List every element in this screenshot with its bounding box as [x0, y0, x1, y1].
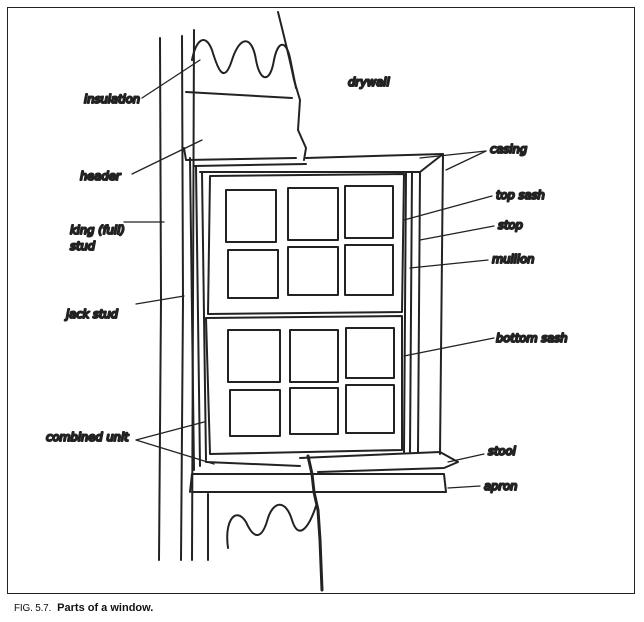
top-sash	[207, 173, 405, 315]
drywall-edge-top	[277, 11, 307, 161]
figure-caption: FIG. 5.7. Parts of a window.	[14, 602, 153, 614]
label-top-sash: top sash	[496, 188, 545, 202]
label-king-stud-line1: king (full)	[70, 223, 125, 237]
label-king-stud-line2: stud	[70, 239, 96, 253]
label-insulation: insulation	[84, 92, 140, 106]
label-mullion: mullion	[492, 252, 534, 266]
apron	[189, 473, 447, 561]
label-header: header	[80, 169, 122, 183]
label-combined-unit: combined unit	[46, 430, 129, 444]
label-bottom-sash: bottom sash	[496, 331, 568, 345]
caption-title: Parts of a window.	[57, 602, 154, 614]
label-stool: stool	[488, 444, 517, 458]
bottom-sash	[205, 315, 403, 455]
window-frame	[189, 157, 413, 471]
figure-frame	[7, 7, 635, 594]
window-diagram: drywall insulation header king (full) st…	[45, 11, 569, 592]
insulation-top	[191, 38, 297, 89]
caption-number: FIG. 5.7.	[14, 603, 52, 614]
leader-lines	[123, 59, 495, 489]
insulation-bottom	[226, 503, 317, 549]
casing	[303, 153, 444, 455]
drywall-edge-bottom	[306, 454, 324, 592]
stool	[205, 451, 459, 473]
label-drywall: drywall	[348, 75, 390, 89]
label-jack-stud: jack stud	[64, 307, 119, 321]
label-apron: apron	[484, 479, 517, 493]
header	[183, 91, 297, 161]
label-casing: casing	[490, 142, 527, 156]
label-stop: stop	[498, 218, 523, 232]
